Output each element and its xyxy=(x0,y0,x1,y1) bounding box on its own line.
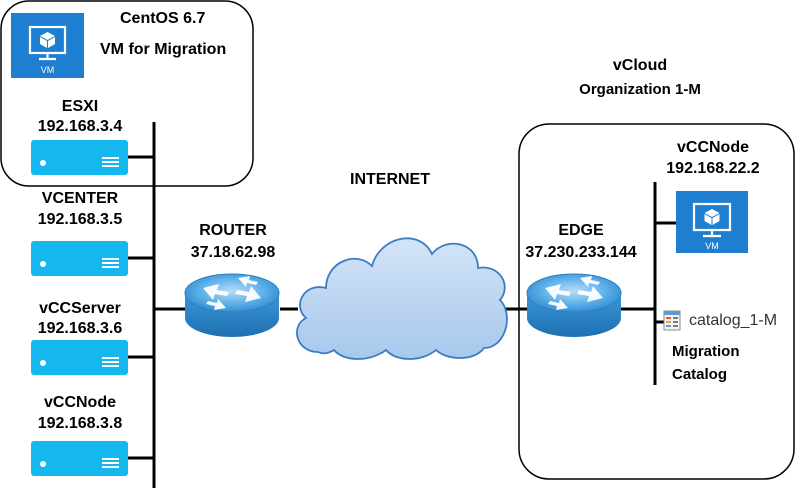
vm-icon-right-label: VM xyxy=(705,241,719,251)
vcloud-title: vCloud xyxy=(612,57,668,74)
vm-icon: VM xyxy=(11,13,84,78)
internet-cloud-icon xyxy=(296,237,508,360)
host-ip-vcenter: 192.168.3.5 xyxy=(37,211,123,228)
internet-label: INTERNET xyxy=(350,171,430,188)
server-icon-vccnode xyxy=(31,441,128,476)
server-icon-esxi xyxy=(31,140,128,175)
left-group-title: CentOS 6.7 xyxy=(120,10,206,27)
edge-router-icon xyxy=(526,273,622,337)
edge-name: EDGE xyxy=(558,222,604,239)
router-icon xyxy=(184,273,280,337)
host-name-vccnode: vCCNode xyxy=(43,394,116,411)
host-ip-vccserver: 192.168.3.6 xyxy=(37,320,123,337)
right-node-ip: 192.168.22.2 xyxy=(666,160,760,177)
host-ip-esxi: 192.168.3.4 xyxy=(37,118,123,135)
vm-icon-right: VM xyxy=(676,191,748,253)
catalog-item-label: catalog_1-M xyxy=(689,312,778,329)
host-ip-vccnode: 192.168.3.8 xyxy=(37,415,123,432)
catalog-caption-line1: Migration xyxy=(672,343,740,360)
edge-ip: 37.230.233.144 xyxy=(525,244,637,261)
catalog-caption-line2: Catalog xyxy=(672,366,728,383)
host-name-vccserver: vCCServer xyxy=(39,300,121,317)
left-group-box xyxy=(0,0,254,187)
server-icon-vcenter xyxy=(31,241,128,276)
server-icon-vccserver xyxy=(31,340,128,375)
vcloud-group-box xyxy=(518,123,795,480)
vm-icon-label: VM xyxy=(41,65,55,75)
catalog-icon xyxy=(663,310,681,331)
router-name: ROUTER xyxy=(199,222,267,239)
host-name-vcenter: VCENTER xyxy=(41,190,119,207)
host-name-esxi: ESXI xyxy=(61,98,99,115)
left-group-subtitle: VM for Migration xyxy=(100,41,227,58)
router-ip: 37.18.62.98 xyxy=(190,244,276,261)
right-node-name: vCCNode xyxy=(676,139,749,156)
vcloud-subtitle: Organization 1-M xyxy=(579,81,701,98)
